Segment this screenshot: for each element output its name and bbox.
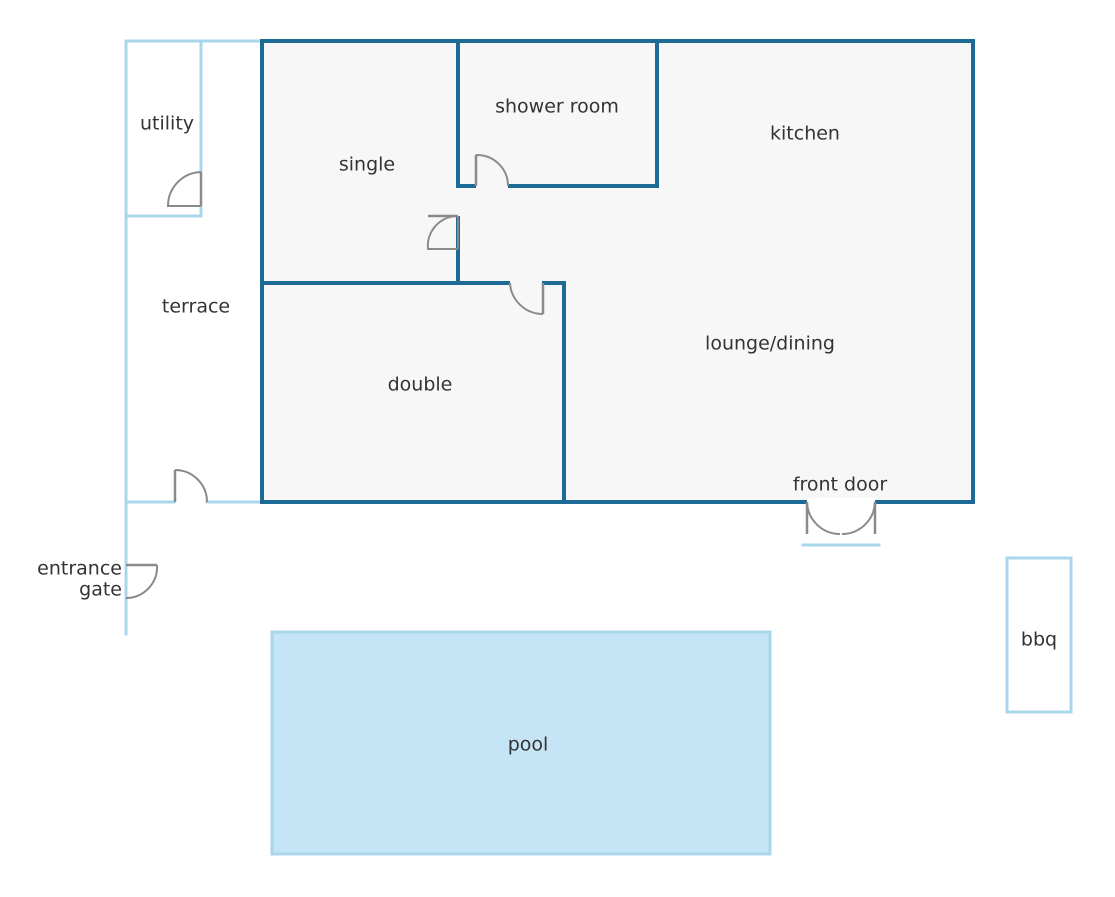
- double-door-gap: [510, 279, 542, 287]
- shower-room-door-icon[interactable]: [474, 153, 509, 187]
- utility-door-icon[interactable]: [166, 171, 203, 207]
- pool-label: pool: [508, 734, 549, 756]
- terrace-label: terrace: [162, 296, 230, 318]
- house-floor: [262, 41, 973, 502]
- entrance-gate-label-line1: entrance: [37, 558, 122, 580]
- single-door-icon[interactable]: [426, 214, 459, 250]
- double-label: double: [388, 374, 453, 396]
- front-door-icon[interactable]: [801, 501, 881, 547]
- terrace-door-icon[interactable]: [173, 469, 208, 503]
- bbq-label: bbq: [1021, 629, 1057, 651]
- single-label: single: [339, 154, 395, 176]
- front-door-gap: [807, 498, 875, 506]
- terrace-walls: [124, 39, 264, 636]
- pool-area: [270, 630, 772, 856]
- bbq-area: [1005, 556, 1073, 714]
- entrance-gate-label-line2: gate: [79, 579, 122, 601]
- shower-room-label: shower room: [495, 96, 619, 118]
- lounge-dining-label: lounge/dining: [705, 333, 835, 355]
- utility-label: utility: [140, 113, 194, 135]
- double-door-icon[interactable]: [509, 282, 545, 316]
- kitchen-label: kitchen: [770, 123, 840, 145]
- front-door-label: front door: [793, 474, 888, 496]
- entrance-gate-icon[interactable]: [125, 563, 159, 600]
- shower-door-gap: [476, 182, 508, 190]
- single-door-gap: [454, 190, 462, 216]
